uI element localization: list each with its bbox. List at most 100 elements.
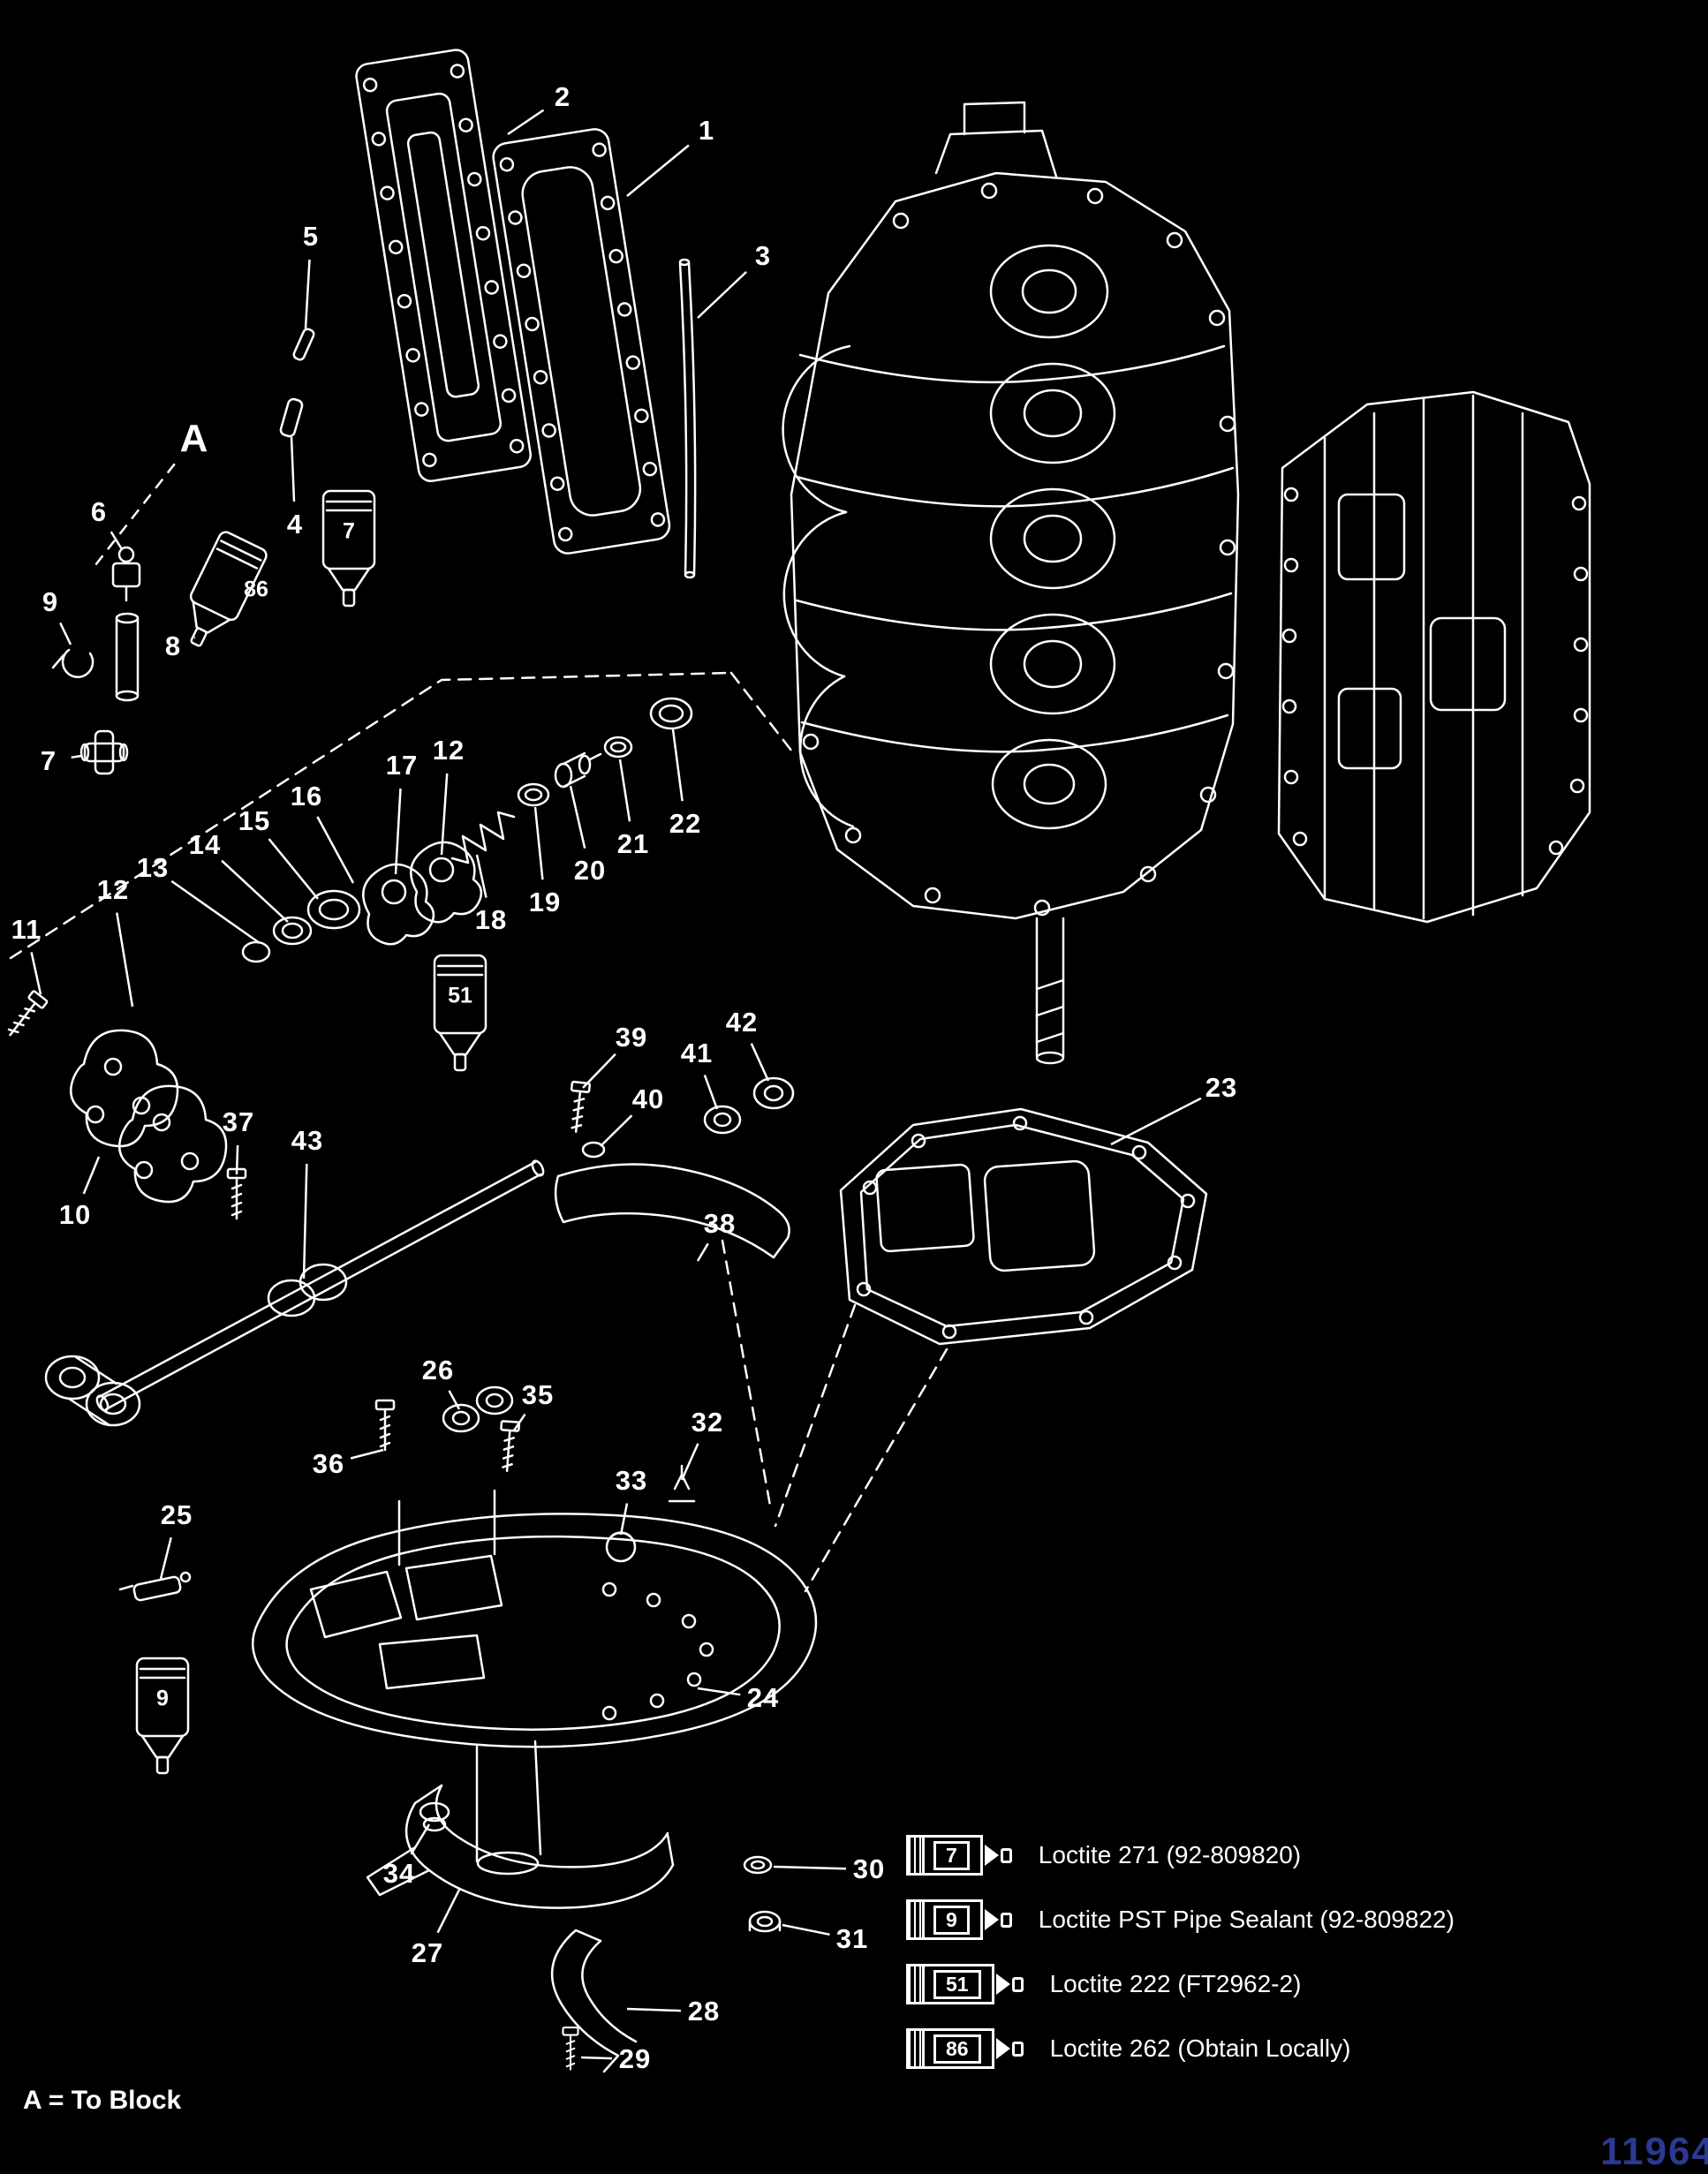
leader-line-26	[450, 1391, 460, 1409]
leader-line-14	[222, 861, 288, 922]
leader-line-38	[698, 1243, 708, 1261]
callout-12: 12	[433, 735, 465, 766]
tube-number: 86	[933, 2034, 981, 2064]
tube-number: 51	[933, 1970, 981, 1999]
callout-30: 30	[853, 1853, 885, 1885]
leader-line-9	[60, 623, 71, 645]
tube-number-7: 7	[343, 519, 355, 545]
loctite-tube-icon: 9	[906, 1899, 1012, 1940]
callout-29: 29	[619, 2043, 651, 2075]
leader-line-36	[351, 1450, 383, 1459]
callout-12: 12	[97, 874, 129, 906]
leader-line-5	[306, 260, 310, 328]
callout-9: 9	[42, 586, 58, 618]
callout-19: 19	[529, 887, 561, 918]
leader-line-30	[774, 1867, 846, 1868]
tube-crimp-icon	[909, 1838, 925, 1873]
leader-line-34	[412, 1824, 430, 1854]
leader-line-12	[117, 913, 132, 1007]
footnote: A = To Block	[23, 2086, 181, 2116]
callout-31: 31	[836, 1923, 868, 1955]
callout-26: 26	[422, 1355, 454, 1386]
callout-23: 23	[1205, 1072, 1237, 1104]
leader-line-3	[698, 272, 746, 318]
callout-15: 15	[238, 805, 270, 837]
leader-line-23	[1111, 1098, 1201, 1144]
loctite-tube-icon: 51	[906, 1964, 1024, 2004]
callout-10: 10	[59, 1199, 91, 1231]
leader-line-13	[171, 881, 260, 943]
leader-line-A	[95, 464, 175, 565]
tube-cap-icon	[1012, 2042, 1024, 2057]
callout-35: 35	[522, 1379, 554, 1411]
callout-21: 21	[617, 828, 649, 860]
leader-line-33	[621, 1504, 627, 1536]
callout-39: 39	[616, 1022, 647, 1053]
callout-28: 28	[688, 1996, 720, 2027]
drawing-number: 11964	[1600, 2130, 1708, 2174]
callout-25: 25	[161, 1499, 193, 1531]
callout-22: 22	[669, 808, 701, 840]
leader-line-21	[620, 759, 630, 821]
callout-20: 20	[574, 855, 606, 887]
callout-3: 3	[755, 240, 771, 272]
callout-24: 24	[747, 1682, 779, 1714]
tube-neck-icon	[985, 1845, 999, 1866]
callout-17: 17	[386, 750, 418, 781]
callout-32: 32	[692, 1407, 723, 1438]
leader-line-20	[571, 786, 585, 849]
loctite-tube-icon: 7	[906, 1835, 1012, 1876]
leader-line-25	[161, 1537, 171, 1579]
leader-line-24	[698, 1688, 740, 1695]
sealant-legend: 7 Loctite 271 (92-809820) 9 Loctite PST …	[906, 1835, 1455, 2069]
tube-neck-icon	[996, 1974, 1010, 1995]
leader-line-42	[752, 1044, 768, 1081]
legend-text: Loctite 262 (Obtain Locally)	[1050, 2034, 1351, 2063]
callout-37: 37	[223, 1106, 254, 1138]
legend-text: Loctite PST Pipe Sealant (92-809822)	[1039, 1906, 1455, 1934]
leader-line-35	[514, 1415, 525, 1430]
callout-8: 8	[165, 630, 181, 662]
leader-line-10	[84, 1157, 99, 1194]
leader-line-31	[782, 1925, 830, 1935]
callout-42: 42	[726, 1007, 758, 1038]
loctite-tube-icon: 86	[906, 2028, 1024, 2069]
leader-line-19	[535, 807, 542, 879]
tube-cap-icon	[1001, 1913, 1012, 1928]
tube-cap-icon	[1012, 1977, 1024, 1992]
leader-line-17	[396, 789, 401, 874]
tube-cap-icon	[1001, 1848, 1012, 1863]
callout-7: 7	[41, 745, 57, 777]
leader-line-4	[291, 437, 294, 502]
callout-38: 38	[704, 1208, 736, 1240]
callout-34: 34	[383, 1858, 415, 1890]
leader-line-18	[477, 855, 487, 898]
leader-line-1	[627, 146, 689, 197]
tube-crimp-icon	[909, 2031, 925, 2066]
callout-16: 16	[291, 781, 322, 812]
leader-line-28	[627, 2009, 681, 2011]
leader-line-16	[317, 817, 353, 883]
legend-row: 9 Loctite PST Pipe Sealant (92-809822)	[906, 1899, 1455, 1940]
callout-43: 43	[291, 1125, 323, 1157]
leader-line-12	[442, 774, 447, 855]
leader-line-15	[269, 839, 319, 899]
leader-line-37	[237, 1145, 238, 1174]
callout-36: 36	[313, 1448, 344, 1480]
leader-line-41	[705, 1075, 717, 1109]
legend-row: 51 Loctite 222 (FT2962-2)	[906, 1964, 1455, 2004]
callout-4: 4	[287, 509, 303, 540]
callout-2: 2	[555, 81, 571, 113]
legend-row: 86 Loctite 262 (Obtain Locally)	[906, 2028, 1455, 2069]
leader-line-39	[583, 1054, 616, 1088]
leader-line-11	[32, 952, 41, 994]
tube-number-51: 51	[448, 984, 472, 1009]
legend-text: Loctite 222 (FT2962-2)	[1050, 1970, 1302, 1998]
callout-18: 18	[475, 904, 507, 936]
callout-A: A	[180, 417, 209, 461]
tube-number-9: 9	[156, 1687, 169, 1712]
tube-number: 9	[933, 1906, 970, 1935]
callout-33: 33	[616, 1465, 647, 1497]
callout-1: 1	[699, 115, 714, 147]
